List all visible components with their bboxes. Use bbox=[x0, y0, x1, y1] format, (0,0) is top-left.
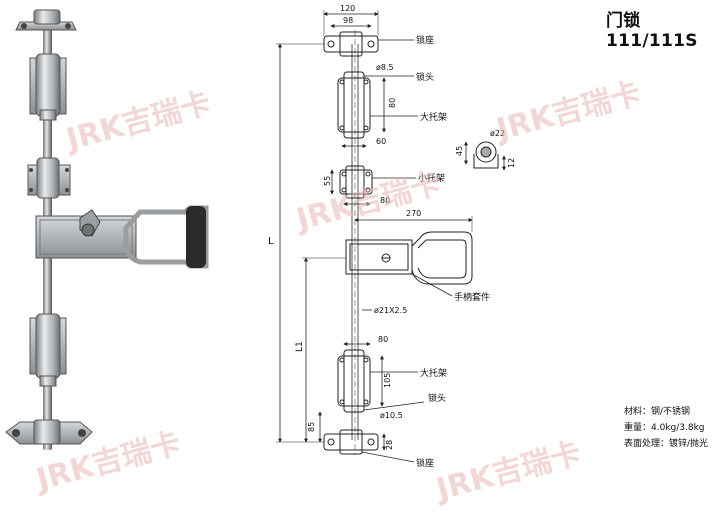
lock-head-detail bbox=[464, 141, 506, 171]
watermark-5: JRK吉瑞卡 bbox=[431, 436, 584, 509]
dim-10-5: ø10.5 bbox=[380, 411, 403, 420]
dimension-labels: 120 98 ø8.5 80 60 55 80 270 ø22 45 12 L … bbox=[268, 4, 516, 450]
dim-60: 60 bbox=[376, 137, 386, 146]
label-lock-head-bottom: 锁头 bbox=[428, 392, 446, 404]
label-lock-seat-bottom: 锁座 bbox=[416, 457, 434, 469]
label-big-bracket-top: 大托架 bbox=[420, 111, 447, 123]
label-small-bracket: 小托架 bbox=[418, 172, 445, 184]
drawing-top-bracket bbox=[337, 71, 371, 139]
dimension-lines bbox=[276, 10, 473, 463]
dim-98: 98 bbox=[343, 16, 353, 25]
label-lock-head-top: 锁头 bbox=[416, 71, 434, 83]
label-lock-seat-top: 锁座 bbox=[416, 34, 434, 46]
label-handle-kit: 手柄套件 bbox=[454, 291, 490, 303]
lock-photo bbox=[5, 9, 209, 450]
dim-120: 120 bbox=[340, 4, 355, 13]
drawing-small-bracket bbox=[339, 165, 373, 199]
photo-bottom-bracket bbox=[29, 313, 67, 387]
dim-8-5: ø8.5 bbox=[376, 63, 394, 72]
watermark-3: JRK吉瑞卡 bbox=[291, 166, 444, 239]
callout-labels: 锁座 锁头 大托架 小托架 手柄套件 大托架 锁头 锁座 bbox=[416, 34, 490, 469]
drawing-bottom-bracket bbox=[337, 349, 371, 413]
photo-small-bracket bbox=[27, 157, 71, 199]
dim-55: 55 bbox=[323, 176, 332, 186]
dim-80-bottom: 80 bbox=[378, 335, 388, 344]
photo-top-seat bbox=[15, 9, 77, 31]
page-title: 门锁111/111S bbox=[606, 11, 698, 51]
dim-85: 85 bbox=[307, 422, 316, 432]
drawing-top-seat bbox=[323, 31, 379, 57]
spec-weight: 重量：4.0kg/3.8kg bbox=[624, 423, 705, 433]
watermark-1: JRK吉瑞卡 bbox=[61, 86, 214, 159]
dim-28: 28 bbox=[385, 440, 394, 450]
dim-L: L bbox=[268, 236, 274, 247]
spec-list: 材料：钢/不锈钢 重量：4.0kg/3.8kg 表面处理：镀锌/抛光 bbox=[624, 404, 708, 452]
dim-rod: ø21X2.5 bbox=[374, 306, 407, 315]
drawing-bottom-seat bbox=[323, 429, 379, 455]
drawing-handle bbox=[345, 231, 473, 285]
dim-22: ø22 bbox=[490, 129, 505, 138]
spec-finish: 表面处理：镀锌/抛光 bbox=[624, 439, 709, 449]
dim-12: 12 bbox=[507, 158, 516, 168]
photo-handle bbox=[35, 205, 209, 269]
photo-top-bracket bbox=[29, 53, 67, 121]
dim-L1: L1 bbox=[295, 341, 305, 352]
dim-45: 45 bbox=[455, 146, 464, 156]
dim-80-small: 80 bbox=[380, 196, 390, 205]
watermark-2: JRK吉瑞卡 bbox=[491, 76, 644, 149]
dim-105: 105 bbox=[383, 373, 392, 388]
label-big-bracket-bottom: 大托架 bbox=[420, 367, 447, 379]
dim-270: 270 bbox=[406, 209, 421, 218]
dim-80-top: 80 bbox=[388, 98, 397, 108]
photo-bottom-seat bbox=[5, 419, 93, 445]
tech-drawing bbox=[276, 10, 506, 463]
watermark-layer: JRK吉瑞卡 JRK吉瑞卡 JRK吉瑞卡 JRK吉瑞卡 JRK吉瑞卡 bbox=[31, 76, 644, 509]
spec-material: 材料：钢/不锈钢 bbox=[624, 407, 691, 417]
